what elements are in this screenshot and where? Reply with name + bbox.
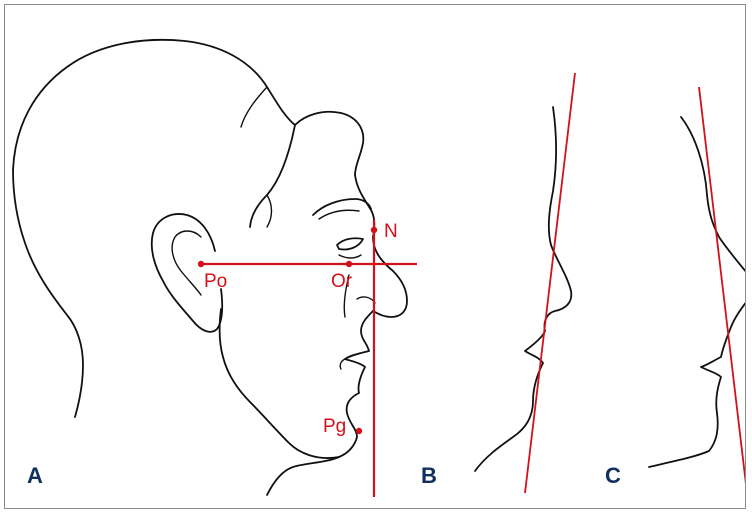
jaw-outline bbox=[218, 308, 340, 459]
hair-inner-line bbox=[240, 86, 268, 128]
nasion-point bbox=[370, 226, 378, 234]
forehead-nose-outline bbox=[354, 174, 408, 318]
nasion-label: N bbox=[384, 221, 398, 242]
lips-chin-outline bbox=[338, 310, 374, 458]
cheek-crease-line bbox=[343, 274, 350, 318]
pogonion-point bbox=[355, 427, 363, 435]
figure-frame: N Po Or Pg A B C bbox=[4, 4, 746, 509]
porion-point bbox=[197, 260, 205, 268]
eye-lower-line bbox=[338, 254, 362, 259]
eye-outline bbox=[336, 237, 364, 251]
ear-inner-outline bbox=[171, 230, 202, 296]
sideburn-line bbox=[266, 194, 273, 228]
profile-c-reference-line bbox=[698, 86, 745, 484]
ear-outline bbox=[150, 213, 224, 333]
profile-diagram: N Po Or Pg A B C bbox=[12, 38, 745, 497]
nostril-outline bbox=[356, 296, 376, 304]
profile-c-outline bbox=[680, 116, 745, 273]
porion-label: Po bbox=[204, 271, 227, 292]
panel-b-label: B bbox=[421, 463, 437, 488]
orbitale-point bbox=[345, 260, 353, 268]
pogonion-label: Pg bbox=[323, 416, 346, 437]
mouth-corner-line bbox=[339, 358, 346, 370]
eyebrow-lower-line bbox=[318, 209, 360, 220]
profile-b-reference-line bbox=[524, 72, 576, 494]
panel-c-label: C bbox=[605, 463, 621, 488]
temple-outline bbox=[249, 124, 296, 228]
profile-c-lower-outline bbox=[648, 302, 745, 468]
panel-a-label: A bbox=[27, 463, 43, 488]
panel-c: C bbox=[605, 86, 745, 488]
head-hair-outline bbox=[12, 38, 365, 176]
neck-front-outline bbox=[266, 456, 340, 496]
panel-a: N Po Or Pg A bbox=[12, 38, 417, 497]
eyebrow-outline bbox=[312, 198, 372, 216]
profile-b-outline bbox=[474, 106, 573, 472]
neck-back-outline bbox=[12, 169, 84, 418]
orbitale-label: Or bbox=[331, 271, 353, 292]
panel-b: B bbox=[421, 72, 576, 494]
